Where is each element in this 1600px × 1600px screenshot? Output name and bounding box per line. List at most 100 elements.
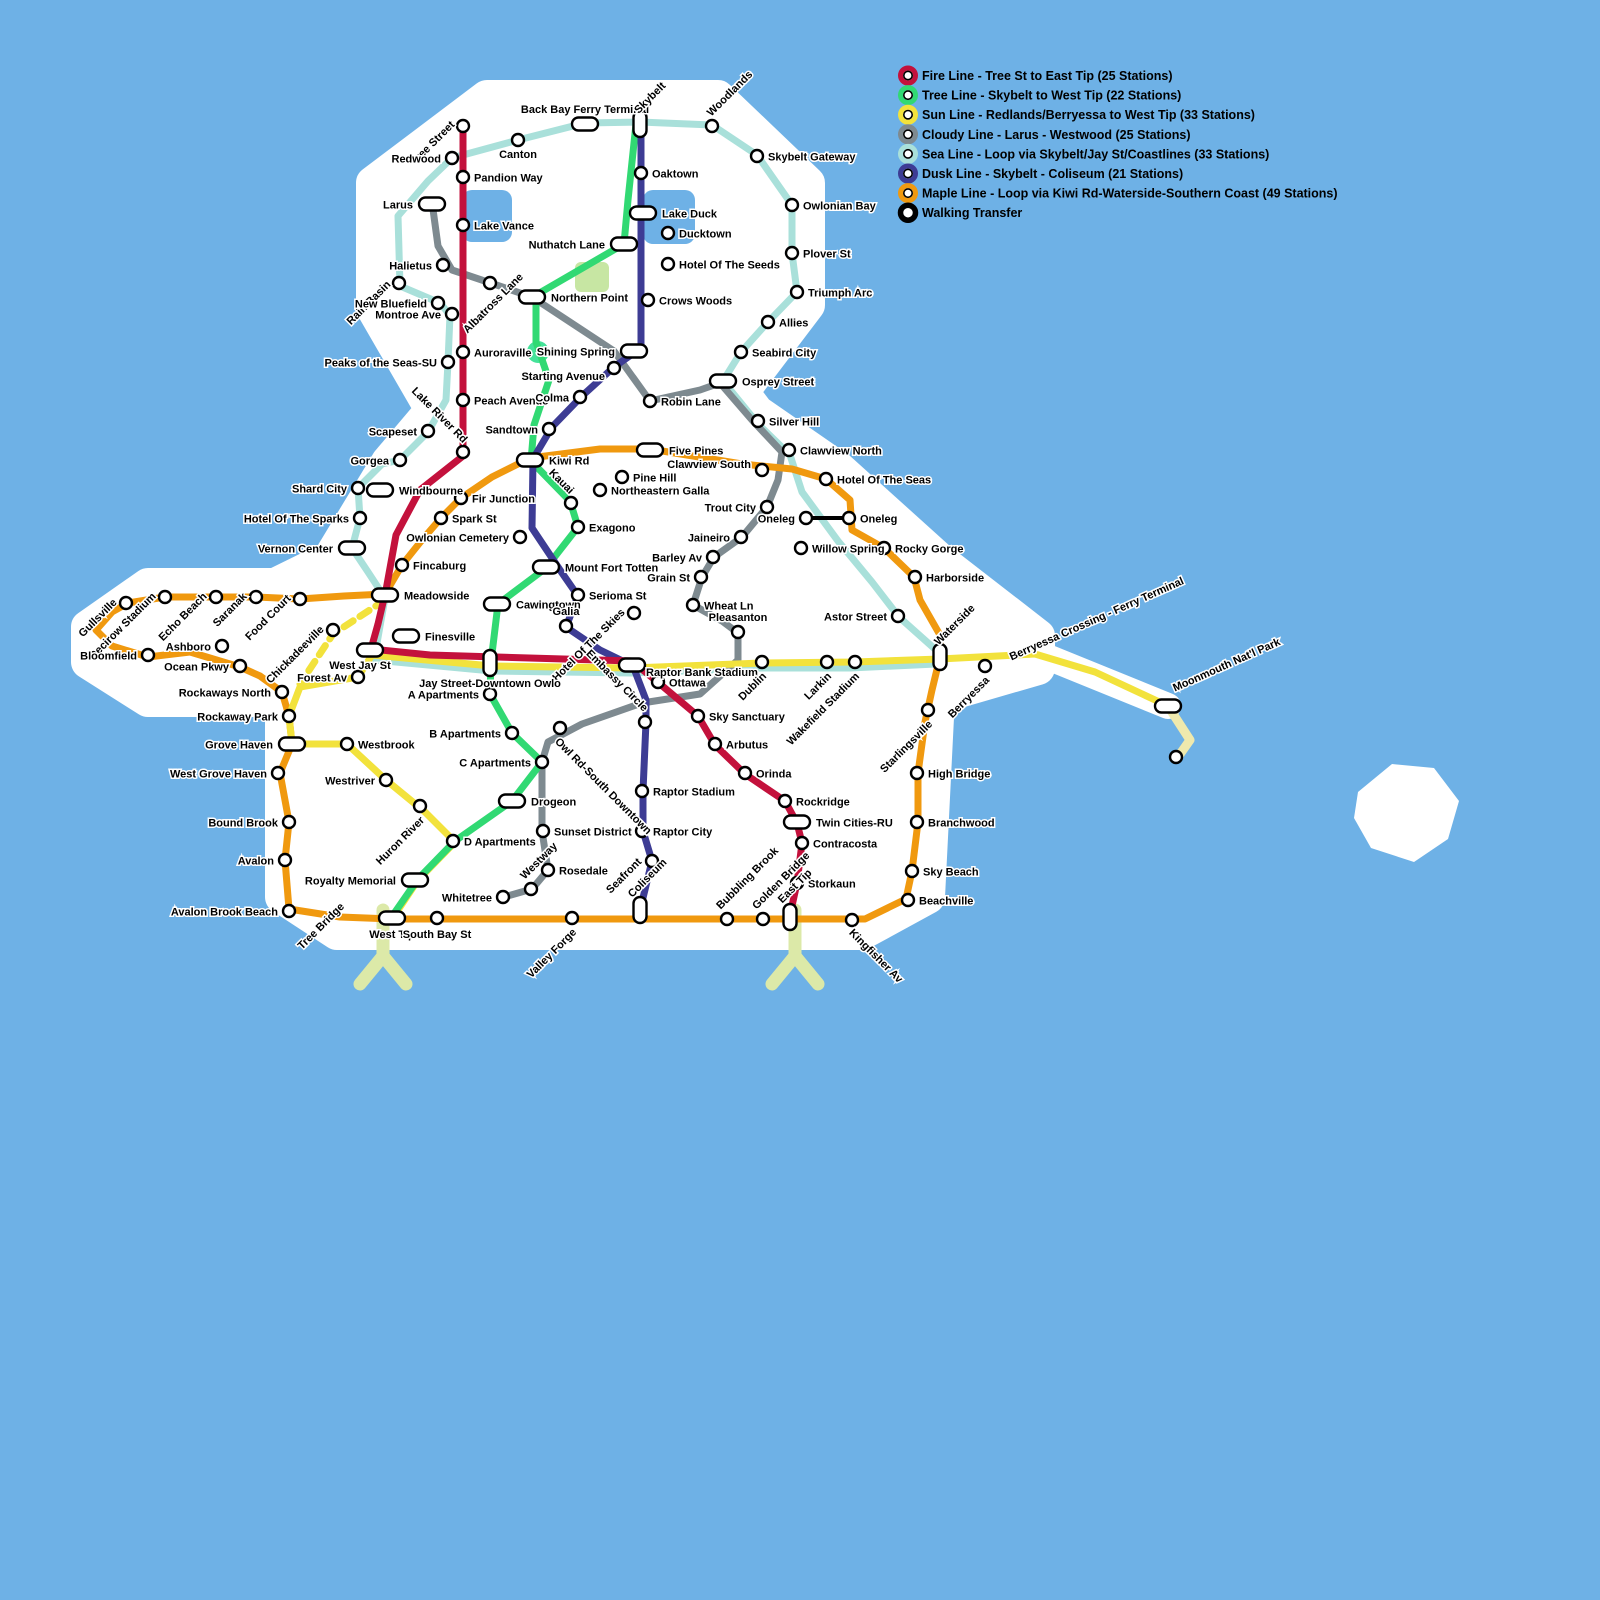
station-marker (248, 589, 264, 605)
station-label-group: Clawview South (666, 458, 753, 473)
station-label: Spark St (452, 514, 497, 526)
station-marker (482, 686, 498, 702)
station-marker (754, 654, 770, 670)
station-marker (782, 814, 812, 830)
station-label-group: Jay Street-Downtown Owlo (418, 677, 563, 692)
legend-item-cloudy-line: Cloudy Line - Larus - Westwood (25 Stati… (898, 124, 1191, 145)
station-marker (633, 165, 649, 181)
station-label-group: Scapeset (367, 425, 419, 440)
station-label: Hotel Of The Seeds (679, 260, 780, 272)
station-marker (789, 875, 805, 891)
station-label: Westriver (325, 776, 376, 788)
station-label-group: Lake Duck (661, 207, 720, 222)
station-label-group: Fir Junction (471, 492, 537, 507)
station-label: B Apartments (429, 729, 501, 741)
station-label: Scapeset (369, 427, 418, 439)
station-label-group: Westriver (324, 774, 378, 789)
route-tree-line (389, 120, 640, 919)
station-label: Peach Avenue (474, 396, 548, 408)
station-marker (704, 118, 720, 134)
station-label: Whitetree (442, 893, 492, 905)
station-marker (292, 591, 308, 607)
station-label: Sky Sanctuary (709, 712, 786, 724)
station-marker (798, 510, 814, 526)
station-marker (760, 314, 776, 330)
station-label: Pleasanton (709, 612, 768, 624)
station-label: Triumph Arc (808, 288, 872, 300)
station-label-group: Willow Spring (811, 542, 887, 557)
station-marker (719, 911, 735, 927)
station-marker (609, 236, 639, 252)
station-label-group: Back Bay Ferry Terminal (519, 103, 650, 118)
station-label: Vernon Center (258, 544, 334, 556)
station-marker (907, 569, 923, 585)
station-marker (558, 618, 574, 634)
station-marker (606, 360, 622, 376)
station-marker (281, 708, 297, 724)
legend-line-icon-ring (902, 168, 913, 179)
walking-transfer-icon (897, 202, 919, 223)
station-label: Oneleg (860, 514, 897, 526)
station-marker (634, 783, 650, 799)
station-marker (693, 569, 709, 585)
legend-item-label: Sun Line - Redlands/Berryessa to West Ti… (922, 108, 1255, 122)
station-label: South Bay St (403, 929, 472, 941)
station-marker (325, 622, 341, 638)
station-label: Cawingtown (516, 600, 581, 612)
station-marker (614, 469, 630, 485)
station-label-group: Redwood (390, 152, 443, 167)
station-label: Pandion Way (474, 173, 544, 185)
station-label-group: Oaktown (651, 167, 701, 182)
station-marker (440, 354, 456, 370)
station-label: Ottawa (669, 678, 707, 690)
station-label-group: Pandion Way (473, 171, 546, 186)
station-label-group: Orinda (755, 767, 794, 782)
station-marker (628, 205, 658, 221)
legend-item-label: Maple Line - Loop via Kiwi Rd-Waterside-… (922, 187, 1338, 201)
station-label-group: West Jay St (328, 659, 393, 674)
station-label: Auroraville (474, 348, 531, 360)
station-label: Twin Cities-RU (816, 818, 893, 830)
station-label: Willow Spring (812, 544, 885, 556)
station-label-group: Sunset District (553, 825, 634, 840)
station-label-group: Lake Vance (473, 219, 536, 234)
station-label: Harborside (926, 573, 984, 585)
station-label-group: Westbrook (357, 738, 418, 753)
station-label: Grove Haven (205, 740, 273, 752)
station-label: Rockaway Park (197, 712, 279, 724)
station-label: Rockridge (796, 797, 850, 809)
legend-item-label: Sea Line - Loop via Skybelt/Jay St/Coast… (922, 147, 1269, 161)
station-label: Rocky Gorge (895, 544, 963, 556)
station-marker (755, 911, 771, 927)
station-label: Drogeon (531, 797, 577, 809)
station-label-group: Contracosta (812, 837, 880, 852)
station-marker (781, 442, 797, 458)
station-label-group: Exagono (588, 521, 638, 536)
station-label-group: Avalon (236, 854, 276, 869)
station-label: C Apartments (459, 758, 531, 770)
station-label-group: Meadowside (403, 589, 471, 604)
station-label: Lake Duck (662, 209, 718, 221)
station-label: Larus (383, 200, 413, 212)
station-label: Rockaways North (179, 688, 272, 700)
station-label: Osprey Street (742, 377, 814, 389)
station-marker (592, 482, 608, 498)
station-marker (642, 393, 658, 409)
legend-line-icon-ring (902, 129, 913, 140)
station-label-group: Cawingtown (515, 598, 583, 613)
station-label: Royalty Memorial (305, 876, 396, 888)
legend-item-dusk-line: Dusk Line - Skybelt - Coliseum (21 Stati… (898, 163, 1183, 184)
station-marker (844, 912, 860, 928)
station-marker (495, 889, 511, 905)
station-marker (391, 275, 407, 291)
station-label-group: A Apartments (406, 688, 480, 703)
station-label: Barley Av (652, 553, 703, 565)
station-label: Gorgea (350, 456, 389, 468)
station-label-group: Oneleg (859, 512, 899, 527)
station-marker (759, 499, 775, 515)
station-label: Hotel Of The Seas (837, 475, 931, 487)
station-label: Beachville (919, 896, 973, 908)
station-marker (782, 902, 798, 932)
station-label-group: Shining Spring (535, 345, 616, 360)
